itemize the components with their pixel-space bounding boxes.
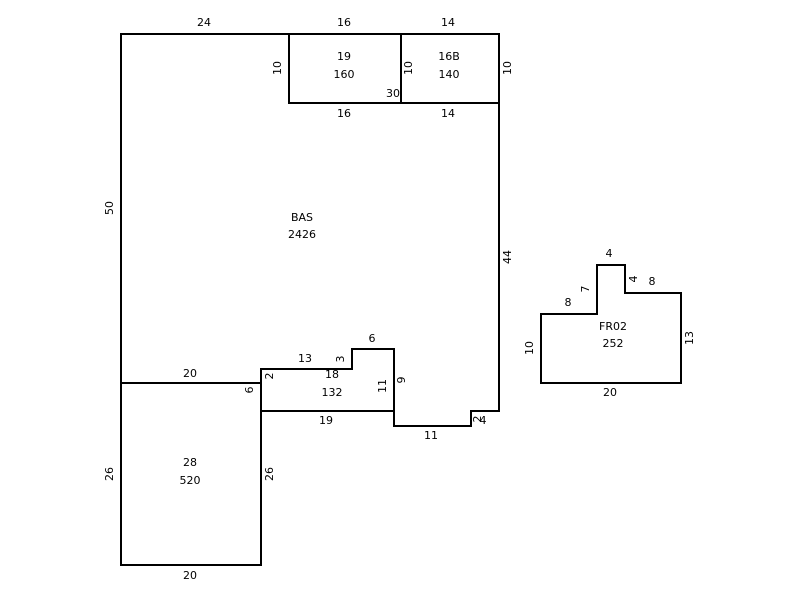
area-19-value: 160 (334, 68, 355, 81)
area-fr02-value: 252 (603, 337, 624, 350)
area-19-outline (288, 33, 500, 104)
dim-a18-9: 9 (395, 377, 408, 384)
dim-a16b-left-10: 10 (402, 61, 415, 75)
area-18-outline (260, 348, 395, 412)
area-18-name: 18 (325, 368, 339, 381)
dim-left-50: 50 (103, 201, 116, 215)
area-28-name: 28 (183, 456, 197, 469)
area-fr02-name: FR02 (599, 320, 627, 333)
dim-bottom-11: 11 (424, 429, 438, 442)
area-19-name: 19 (337, 50, 351, 63)
area-bas-name: BAS (291, 211, 313, 224)
dim-a18-11: 11 (376, 379, 389, 393)
dim-a18-19: 19 (319, 414, 333, 427)
dim-bottom-2: 2 (471, 416, 484, 423)
dim-a18-2: 2 (263, 373, 276, 380)
dim-a19-bottom-16: 16 (337, 107, 351, 120)
dim-fr-8-right: 8 (649, 275, 656, 288)
dim-a28-right-26: 26 (263, 467, 276, 481)
area-18-value: 132 (322, 386, 343, 399)
dim-fr-13: 13 (683, 331, 696, 345)
dim-a16b-bottom-14: 14 (441, 107, 455, 120)
area-28-outline (120, 382, 262, 566)
dim-a19-left-10: 10 (271, 61, 284, 75)
dim-a18-6v: 6 (243, 387, 256, 394)
dim-a18-3: 3 (334, 356, 347, 363)
dim-top-14: 14 (441, 16, 455, 29)
dim-fr-4-top: 4 (606, 247, 613, 260)
dim-bottom-4: 4 (480, 414, 487, 427)
area-28-value: 520 (180, 474, 201, 487)
area-fr02-outline (540, 264, 682, 384)
dim-right-44: 44 (501, 250, 514, 264)
dim-a28-bottom-20: 20 (183, 569, 197, 582)
area-16b-name: 16B (438, 50, 460, 63)
area-bas-value: 2426 (288, 228, 316, 241)
dim-fr-4-side: 4 (627, 276, 640, 283)
dim-top-24: 24 (197, 16, 211, 29)
dim-fr-8-left: 8 (565, 296, 572, 309)
dim-fr-20: 20 (603, 386, 617, 399)
dim-a18-6: 6 (369, 332, 376, 345)
area-16b-value: 140 (439, 68, 460, 81)
dim-label-30: 30 (386, 87, 400, 100)
dim-top-16: 16 (337, 16, 351, 29)
dim-a18-13: 13 (298, 352, 312, 365)
bas-outline (120, 33, 500, 427)
dim-a28-left-26: 26 (103, 467, 116, 481)
dim-a18-top-20: 20 (183, 367, 197, 380)
dim-fr-7: 7 (579, 286, 592, 293)
dim-right-10: 10 (501, 61, 514, 75)
dim-fr-10: 10 (523, 341, 536, 355)
